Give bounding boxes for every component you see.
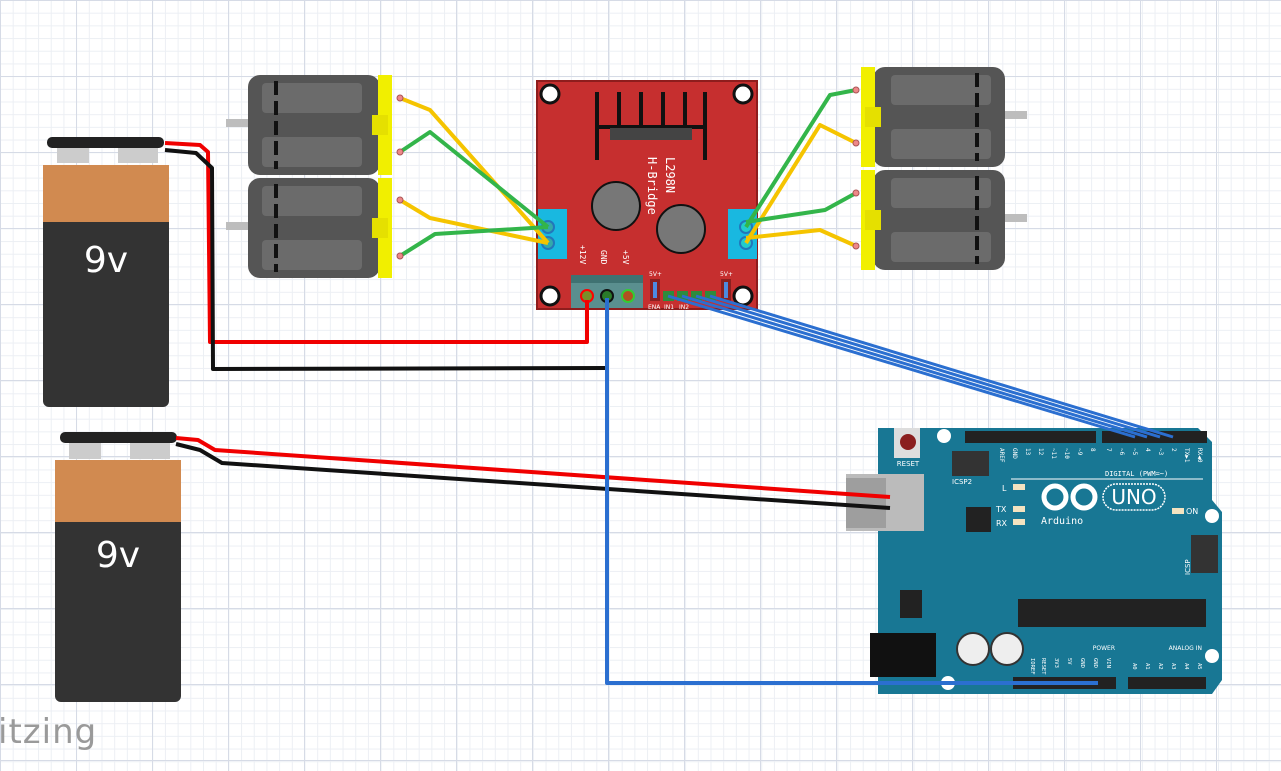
- led-label-on: ON: [1186, 507, 1198, 516]
- pin-label: VIN: [1105, 658, 1111, 668]
- digital-label: DIGITAL (PWM=~): [1105, 470, 1168, 478]
- icsp2-label: ICSP2: [952, 478, 972, 486]
- battery-label: 9v: [84, 240, 128, 281]
- wire-motor-l2-green[interactable]: [398, 225, 549, 258]
- wire-battery2-positive[interactable]: [175, 436, 891, 499]
- motor-right-2[interactable]: [859, 168, 1029, 272]
- pin-label-ena: ENA: [648, 304, 661, 311]
- pin-label: A2: [1157, 663, 1163, 670]
- pin-label-in1: IN1: [664, 304, 674, 311]
- model-label: UNO: [1111, 485, 1156, 509]
- jumper-label: 5V+: [720, 271, 733, 278]
- wire-in4[interactable]: [709, 294, 1174, 439]
- jumper-label: 5V+: [649, 271, 662, 278]
- led-label-rx: RX: [996, 519, 1008, 528]
- wire-battery1-negative[interactable]: [164, 148, 608, 371]
- wire-motor-l1-green[interactable]: [398, 130, 550, 229]
- wire-motor-r1-yellow[interactable]: [744, 123, 857, 245]
- reset-button[interactable]: [894, 428, 920, 458]
- wire-battery2-negative[interactable]: [175, 442, 891, 510]
- pin-label: GND: [1011, 448, 1018, 459]
- fritzing-watermark: itzing: [0, 712, 98, 752]
- digital-pin-labels: AREF GND 13 12 ~11 ~10 ~9 8 7 ~6 ~5 4 ~3…: [998, 448, 1203, 463]
- wire-motor-l2-yellow[interactable]: [398, 198, 549, 245]
- pin-label: 2: [1170, 448, 1177, 452]
- battery-1[interactable]: 9v: [43, 137, 169, 407]
- pin-label: A0: [1131, 663, 1137, 670]
- pin-label: 13: [1024, 448, 1031, 456]
- pin-label: ~6: [1118, 448, 1125, 456]
- led-label-tx: TX: [995, 505, 1007, 514]
- pin-label: A3: [1170, 663, 1176, 670]
- wire-motor-r2-yellow[interactable]: [745, 228, 857, 248]
- arduino-logo-icon: [1041, 483, 1098, 511]
- wire-in1[interactable]: [667, 294, 1136, 439]
- pin-label: GND: [1092, 658, 1098, 668]
- board-label: H-Bridge: [645, 157, 659, 215]
- battery-2[interactable]: 9v: [55, 432, 181, 702]
- pin-label: GND: [1079, 658, 1085, 668]
- heatsink-icon: [595, 92, 707, 160]
- label-12v: +12V: [578, 245, 587, 264]
- wire-gnd-to-arduino[interactable]: [605, 298, 1098, 685]
- pin-label: 5V: [1066, 658, 1072, 665]
- pin-label: A1: [1144, 663, 1150, 670]
- l298n-h-bridge[interactable]: L298N H-Bridge +12V GND +5V 5V+ 5V+ ENA …: [536, 80, 758, 311]
- pin-label: ~11: [1050, 448, 1057, 459]
- label-gnd: GND: [599, 250, 608, 265]
- pin-label: 7: [1105, 448, 1112, 452]
- wire-motor-r2-green[interactable]: [745, 191, 857, 224]
- pin-label: 8: [1089, 448, 1096, 452]
- pin-label: 3V3: [1053, 658, 1059, 668]
- pin-label: A5: [1196, 663, 1202, 670]
- pin-label: ~3: [1157, 448, 1164, 456]
- led-label-l: L: [1002, 484, 1007, 493]
- wire-in2[interactable]: [681, 294, 1148, 439]
- wire-battery1-positive[interactable]: [164, 141, 589, 344]
- pin-label: 4: [1144, 448, 1151, 452]
- wire-motor-l1-yellow[interactable]: [399, 96, 550, 245]
- arduino-uno[interactable]: RESET ICSP2 AREF GND 13 12 ~11 ~10 ~9 8 …: [846, 428, 1222, 694]
- pin-label: ~9: [1076, 448, 1083, 456]
- pin-label: 12: [1037, 448, 1044, 456]
- pin-label: ~10: [1063, 448, 1070, 459]
- reset-label: RESET: [897, 460, 920, 468]
- pin-label: A4: [1183, 663, 1189, 670]
- pin-label: AREF: [998, 448, 1005, 463]
- pin-label: RX◀0: [1196, 448, 1203, 463]
- brand-label: Arduino: [1041, 516, 1083, 527]
- motor-left-1[interactable]: [224, 73, 394, 177]
- label-5v: +5V: [621, 250, 630, 265]
- power-label: POWER: [1093, 645, 1115, 652]
- wire-motor-r1-green[interactable]: [744, 88, 857, 229]
- motor-left-2[interactable]: [224, 176, 394, 280]
- pin-label-in2: IN2: [679, 304, 689, 311]
- pin-label: IOREF: [1029, 658, 1035, 675]
- analog-label: ANALOG IN: [1169, 645, 1202, 652]
- chip-label: L298N: [663, 157, 677, 193]
- pin-label: TX▶1: [1183, 448, 1190, 463]
- battery-label: 9v: [96, 535, 140, 576]
- pin-label: RESET: [1040, 658, 1046, 675]
- pin-label: ~5: [1131, 448, 1138, 456]
- motor-right-1[interactable]: [859, 65, 1029, 169]
- wire-in3[interactable]: [695, 294, 1161, 439]
- icsp-label: ICSP: [1184, 559, 1192, 575]
